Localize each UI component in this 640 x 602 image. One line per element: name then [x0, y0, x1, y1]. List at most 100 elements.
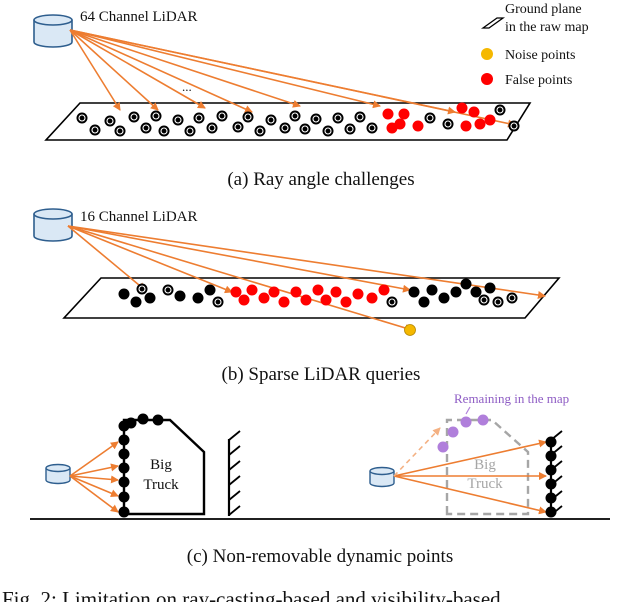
hit-point-dot	[289, 110, 301, 122]
false-point	[290, 286, 302, 298]
static-point	[460, 278, 472, 290]
lidar-ray	[69, 29, 381, 109]
false-point	[382, 108, 394, 120]
hit-point-ring	[334, 114, 342, 122]
hit-point-dot	[184, 125, 196, 137]
hit-point-dot	[128, 111, 140, 123]
hit-point	[310, 113, 322, 125]
caption-b: (b) Sparse LiDAR queries	[222, 364, 421, 385]
hit-point	[172, 114, 184, 126]
lidar-rays	[69, 441, 119, 513]
static-point	[470, 286, 482, 298]
false-point	[386, 122, 398, 134]
hit-point-dot	[508, 120, 520, 132]
hit-point-ring	[116, 127, 124, 135]
hit-point-dot	[492, 296, 504, 308]
hit-point-ring	[106, 117, 114, 125]
remaining-point	[477, 414, 489, 426]
hit-point	[354, 111, 366, 123]
false-point	[230, 286, 242, 298]
hit-point-dot	[254, 125, 266, 137]
legend-ground-plane-line2: in the raw map	[505, 20, 589, 35]
lidar-label: 64 Channel LiDAR	[80, 9, 198, 25]
truck-label-line1: Big	[150, 457, 172, 473]
static-point	[450, 286, 462, 298]
hit-point	[89, 124, 101, 136]
hit-point-dot	[150, 110, 162, 122]
panel-c: Big Truck Big Truck	[30, 391, 610, 567]
hit-point-dot	[136, 283, 148, 295]
static-point	[130, 296, 142, 308]
ground-plane-legend-icon	[480, 17, 506, 29]
static-point	[174, 290, 186, 302]
panel-b: 16 Channel LiDAR (b) Sparse LiDAR querie…	[33, 208, 561, 385]
hit-point	[494, 104, 506, 116]
hit-point	[184, 125, 196, 137]
false-point	[412, 120, 424, 132]
false-point	[474, 118, 486, 130]
lidar-ray	[69, 29, 516, 128]
hit-point	[506, 292, 518, 304]
hit-point	[114, 125, 126, 137]
hit-point-dot	[265, 114, 277, 126]
point-cloud-a	[76, 102, 520, 137]
hit-point-ring	[214, 298, 222, 306]
hit-point-dot	[162, 284, 174, 296]
hit-point-ring	[281, 124, 289, 132]
hit-point-dot	[442, 118, 454, 130]
hit-point	[265, 114, 277, 126]
hit-point-dot	[279, 122, 291, 134]
hit-point-ring	[130, 113, 138, 121]
hit-point-dot	[424, 112, 436, 124]
caption-a: (a) Ray angle challenges	[227, 169, 414, 190]
lidar-ray	[67, 225, 413, 332]
false-point	[352, 288, 364, 300]
false-point	[460, 120, 472, 132]
ghost-truck-label-line1: Big	[474, 457, 496, 473]
static-point	[545, 464, 557, 476]
static-point	[118, 462, 130, 474]
hit-point-ring	[324, 127, 332, 135]
hit-point	[140, 122, 152, 134]
hit-point-dot	[506, 292, 518, 304]
lidar-ray	[69, 463, 119, 477]
static-point	[484, 282, 496, 294]
lidar-ray	[69, 29, 159, 111]
hit-point	[232, 121, 244, 133]
remaining-pointer	[465, 406, 471, 415]
hit-point	[206, 122, 218, 134]
hit-point-ring	[208, 124, 216, 132]
truck-label-line2: Truck	[143, 477, 179, 493]
hit-point	[492, 296, 504, 308]
noise-point-legend-icon	[481, 48, 493, 60]
static-point	[408, 286, 420, 298]
hit-point-ring	[160, 127, 168, 135]
hit-point	[193, 112, 205, 124]
hit-point-ring	[186, 127, 194, 135]
static-point	[144, 292, 156, 304]
false-point	[312, 284, 324, 296]
false-point	[320, 294, 332, 306]
lidar-ray	[69, 441, 119, 477]
false-point	[246, 284, 258, 296]
hit-point	[279, 122, 291, 134]
hit-point-ring	[312, 115, 320, 123]
hit-point-ring	[496, 106, 504, 114]
hit-point-dot	[89, 124, 101, 136]
noise-point	[404, 324, 416, 336]
false-point	[278, 296, 290, 308]
lidar-ray	[393, 475, 547, 515]
hit-point-ring	[368, 124, 376, 132]
hit-point-dot	[232, 121, 244, 133]
lidar-ray	[67, 225, 146, 291]
hit-point	[104, 115, 116, 127]
hit-point-ring	[164, 286, 172, 294]
hit-point-ring	[510, 122, 518, 130]
false-point	[268, 286, 280, 298]
lidar-ray	[69, 29, 121, 111]
hit-point-dot	[212, 296, 224, 308]
legend-ground-plane-line1: Ground plane	[505, 2, 582, 17]
false-point	[484, 114, 496, 126]
hit-point	[424, 112, 436, 124]
hit-point-ring	[388, 298, 396, 306]
